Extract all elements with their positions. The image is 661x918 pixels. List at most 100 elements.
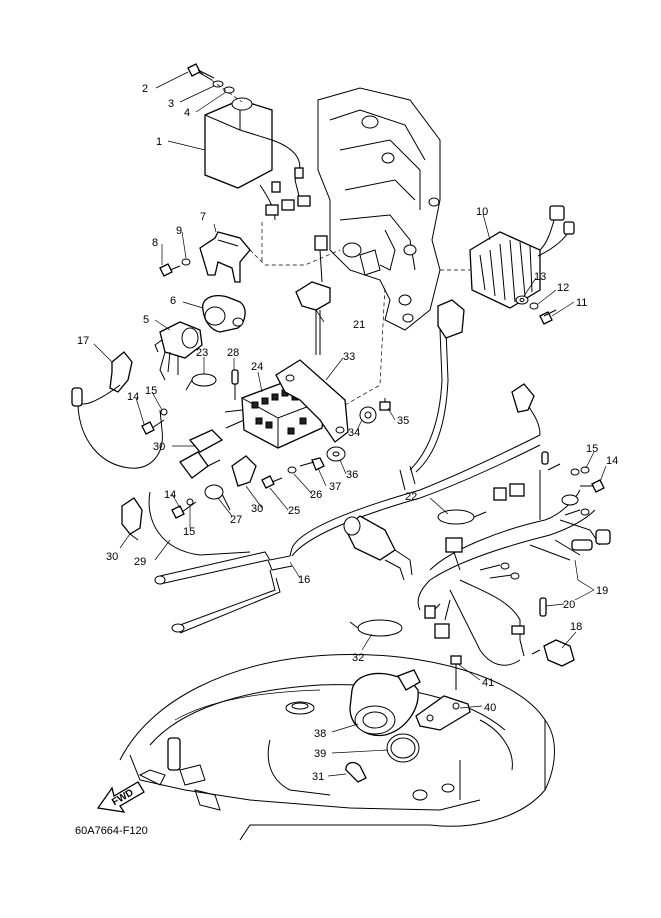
band-23 xyxy=(185,373,217,391)
callouts: 2 3 4 1 7 8 9 10 11 12 13 6 5 17 23 28 3… xyxy=(77,83,618,783)
bolt-14a xyxy=(141,419,165,435)
callout-34: 34 xyxy=(348,427,360,439)
callout-35: 35 xyxy=(397,415,409,427)
callout-37: 37 xyxy=(329,481,341,493)
callout-38-text: 38 xyxy=(314,728,326,740)
callout-30a: 30 xyxy=(153,441,165,453)
callout-33: 33 xyxy=(343,351,355,363)
cap-30c xyxy=(121,497,143,541)
callout-16: 16 xyxy=(298,574,310,586)
callout-29-text: 29 xyxy=(134,556,146,568)
callout-7: 7 xyxy=(200,211,206,223)
lead-29 xyxy=(148,491,251,556)
bolt-37 xyxy=(299,457,325,471)
callout-15c: 15 xyxy=(586,443,598,455)
washer-3 xyxy=(212,80,224,88)
oring-39 xyxy=(386,733,420,763)
callout-36: 36 xyxy=(346,469,358,481)
callout-9: 9 xyxy=(176,225,182,237)
bolt-11 xyxy=(539,309,557,325)
callout-5: 5 xyxy=(143,314,149,326)
lead-7 xyxy=(213,223,217,233)
grommet-38 xyxy=(349,669,421,737)
harness-connector xyxy=(343,515,413,581)
callout-4: 4 xyxy=(184,107,190,119)
callout-3: 3 xyxy=(168,98,174,110)
band-32 xyxy=(349,619,403,637)
washer-13 xyxy=(515,295,529,305)
screw-8 xyxy=(159,263,181,277)
fwd-arrow: FWD xyxy=(96,781,145,813)
callout-22: 22 xyxy=(405,491,417,503)
washer-9 xyxy=(181,258,191,266)
callout-12: 12 xyxy=(557,282,569,294)
washer-12 xyxy=(529,302,539,310)
wire-harness-19 xyxy=(417,463,611,666)
callout-2: 2 xyxy=(142,83,148,95)
dash-7 xyxy=(249,249,341,266)
clip-31 xyxy=(345,761,367,783)
callout-14b: 14 xyxy=(164,489,176,501)
plate-33 xyxy=(275,359,349,443)
washer-26 xyxy=(287,466,297,474)
callout-14a: 14 xyxy=(127,391,139,403)
callout-6: 6 xyxy=(170,295,176,307)
callout-32-text: 32 xyxy=(352,652,364,664)
fuse-20 xyxy=(539,597,547,617)
callout-26: 26 xyxy=(310,489,322,501)
callout-31-text: 31 xyxy=(312,771,324,783)
bracket-21 xyxy=(295,235,331,355)
diagram-code: 60A7664-F120 xyxy=(75,825,148,837)
callout-15a: 15 xyxy=(145,385,157,397)
bolt-2 xyxy=(187,63,215,81)
callout-20: 20 xyxy=(563,599,575,611)
bolt-14b xyxy=(171,501,197,519)
leader-lines xyxy=(93,71,607,777)
holder-6 xyxy=(202,295,246,333)
washer-15c xyxy=(580,466,590,474)
cable-right xyxy=(409,299,549,473)
grommet-34 xyxy=(359,406,377,424)
callout-15b: 15 xyxy=(183,526,195,538)
callout-1: 1 xyxy=(156,136,162,148)
holder-18 xyxy=(531,639,575,667)
pin-28 xyxy=(231,369,239,400)
callout-13: 13 xyxy=(534,271,546,283)
battery-cable-16 xyxy=(154,434,541,634)
clamp-27 xyxy=(204,484,231,511)
fwd-label: FWD xyxy=(110,787,135,808)
callout-30c: 30 xyxy=(106,551,118,563)
cdi-unit xyxy=(204,97,311,221)
dash-2-1 xyxy=(199,71,243,103)
plug-cap-17 xyxy=(71,351,163,469)
screw-25 xyxy=(261,475,283,489)
callout-25: 25 xyxy=(288,505,300,517)
washer-36 xyxy=(326,446,346,462)
callout-23: 23 xyxy=(196,347,208,359)
callout-17: 17 xyxy=(77,335,89,347)
lead-24 xyxy=(257,371,263,393)
callout-27: 27 xyxy=(230,514,242,526)
callout-8: 8 xyxy=(152,237,158,249)
bottom-cowling xyxy=(119,653,555,841)
callout-24: 24 xyxy=(251,361,263,373)
callout-39-text: 39 xyxy=(314,748,326,760)
band-22 xyxy=(437,509,487,525)
callout-11: 11 xyxy=(576,297,587,309)
callout-28: 28 xyxy=(227,347,239,359)
cap-30a xyxy=(179,429,224,479)
plate-40 xyxy=(415,695,471,731)
collar-35 xyxy=(379,398,391,411)
rectifier-10 xyxy=(469,205,575,309)
callout-40-text: 40 xyxy=(484,702,496,714)
screw-41 xyxy=(450,655,462,690)
callout-21: 21 xyxy=(353,319,365,331)
dash-33 xyxy=(344,284,386,406)
callout-19: 19 xyxy=(596,585,608,597)
callout-30b: 30 xyxy=(251,503,263,515)
callout-41: 41 xyxy=(482,677,494,689)
washer-15a xyxy=(160,408,168,416)
callout-18: 18 xyxy=(570,621,582,633)
